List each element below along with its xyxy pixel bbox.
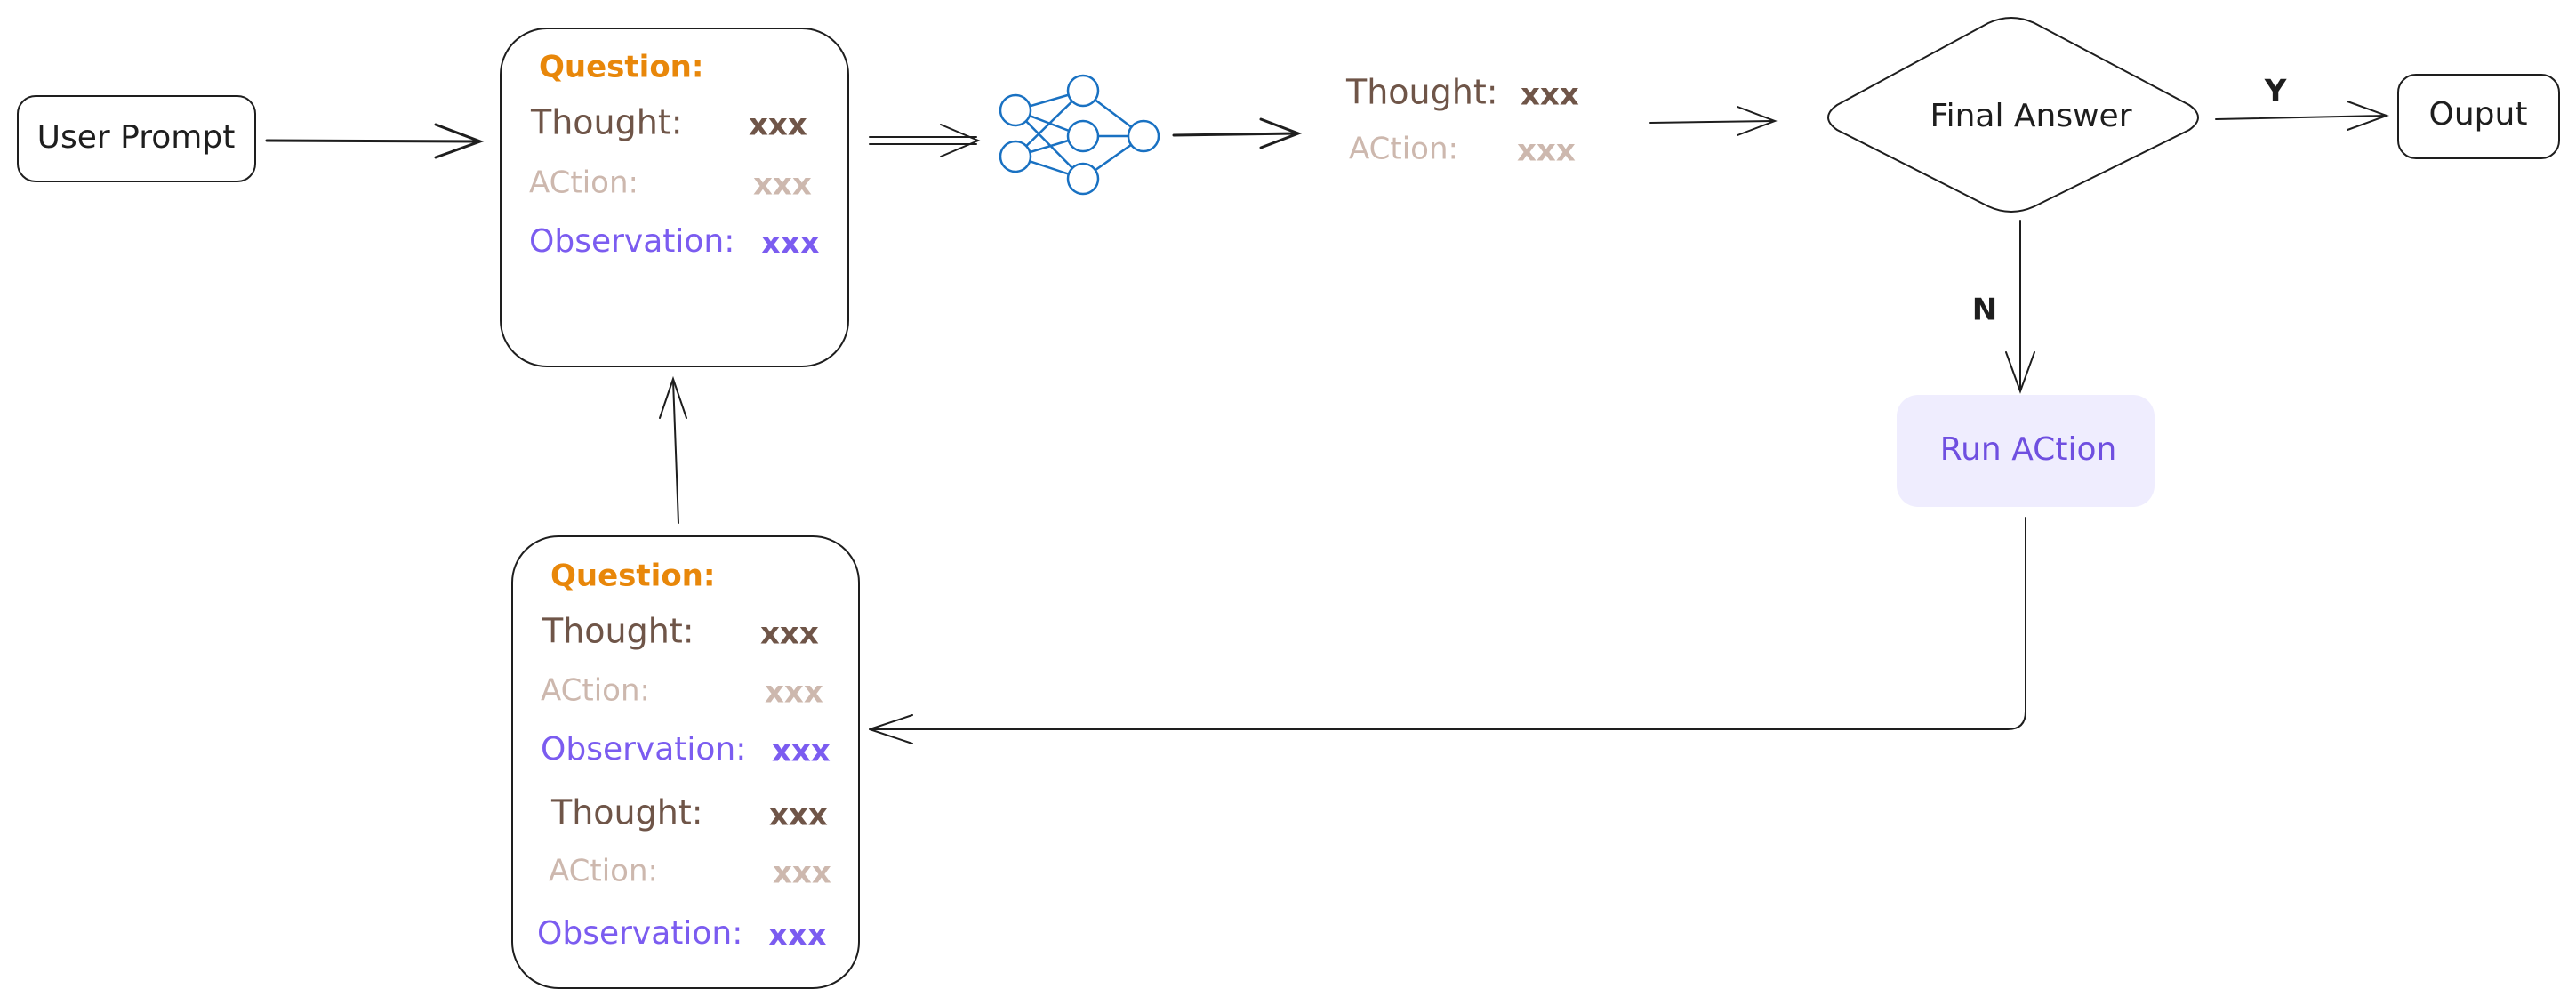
yes-label: Y: [2264, 74, 2287, 109]
arrow-prompt-to-card: [265, 123, 485, 159]
arrow-bottom-card-to-top-card: [659, 375, 687, 524]
arrow-network-to-output: [1172, 117, 1303, 149]
run-action-box[interactable]: [1897, 395, 2155, 507]
user-prompt-box[interactable]: [17, 95, 256, 182]
bottom-action1-value: xxx: [765, 675, 823, 711]
bottom-thought1-label: Thought:: [542, 612, 694, 651]
bottom-observation2-value: xxx: [768, 918, 827, 953]
output-thought-value: xxx: [1521, 77, 1579, 113]
bottom-thought2-value: xxx: [769, 798, 828, 833]
output-thought-label: Thought:: [1345, 73, 1498, 112]
bottom-thought1-value: xxx: [760, 616, 819, 652]
arrow-no-to-run-action: [2005, 220, 2035, 394]
top-action-label: ACtion:: [529, 165, 638, 201]
no-label: N: [1972, 293, 1997, 328]
bottom-action2-value: xxx: [773, 856, 831, 891]
output-action-label: ACtion:: [1349, 132, 1458, 167]
user-prompt-label: User Prompt: [37, 119, 236, 156]
top-prompt-card: [500, 28, 849, 367]
output-action-value: xxx: [1517, 133, 1576, 169]
output-label: Ouput: [2429, 96, 2528, 133]
top-thought-value: xxx: [749, 108, 807, 143]
final-answer-label: Final Answer: [1930, 98, 2131, 134]
bottom-observation1-value: xxx: [772, 734, 831, 769]
arrow-yes-to-output: [2215, 100, 2389, 131]
bottom-question-label: Question:: [550, 559, 715, 594]
arrow-card-to-network: [869, 124, 981, 157]
neural-network-icon: [999, 74, 1160, 196]
top-action-value: xxx: [753, 167, 812, 203]
top-question-label: Question:: [539, 50, 703, 85]
run-action-label: Run ACtion: [1940, 431, 2117, 468]
final-answer-diamond: [1827, 17, 2199, 213]
output-box[interactable]: [2397, 74, 2560, 159]
arrow-output-to-decision: [1649, 106, 1778, 136]
bottom-observation2-label: Observation:: [537, 915, 742, 952]
top-thought-label: Thought:: [530, 103, 683, 142]
top-observation-label: Observation:: [529, 223, 734, 260]
bottom-action1-label: ACtion:: [541, 673, 650, 709]
arrow-run-action-to-bottom-card: [869, 517, 2026, 744]
bottom-action2-label: ACtion:: [549, 854, 658, 889]
bottom-thought2-label: Thought:: [550, 793, 703, 832]
bottom-observation1-label: Observation:: [541, 731, 746, 768]
top-observation-value: xxx: [761, 226, 820, 261]
bottom-prompt-card: [511, 535, 860, 989]
